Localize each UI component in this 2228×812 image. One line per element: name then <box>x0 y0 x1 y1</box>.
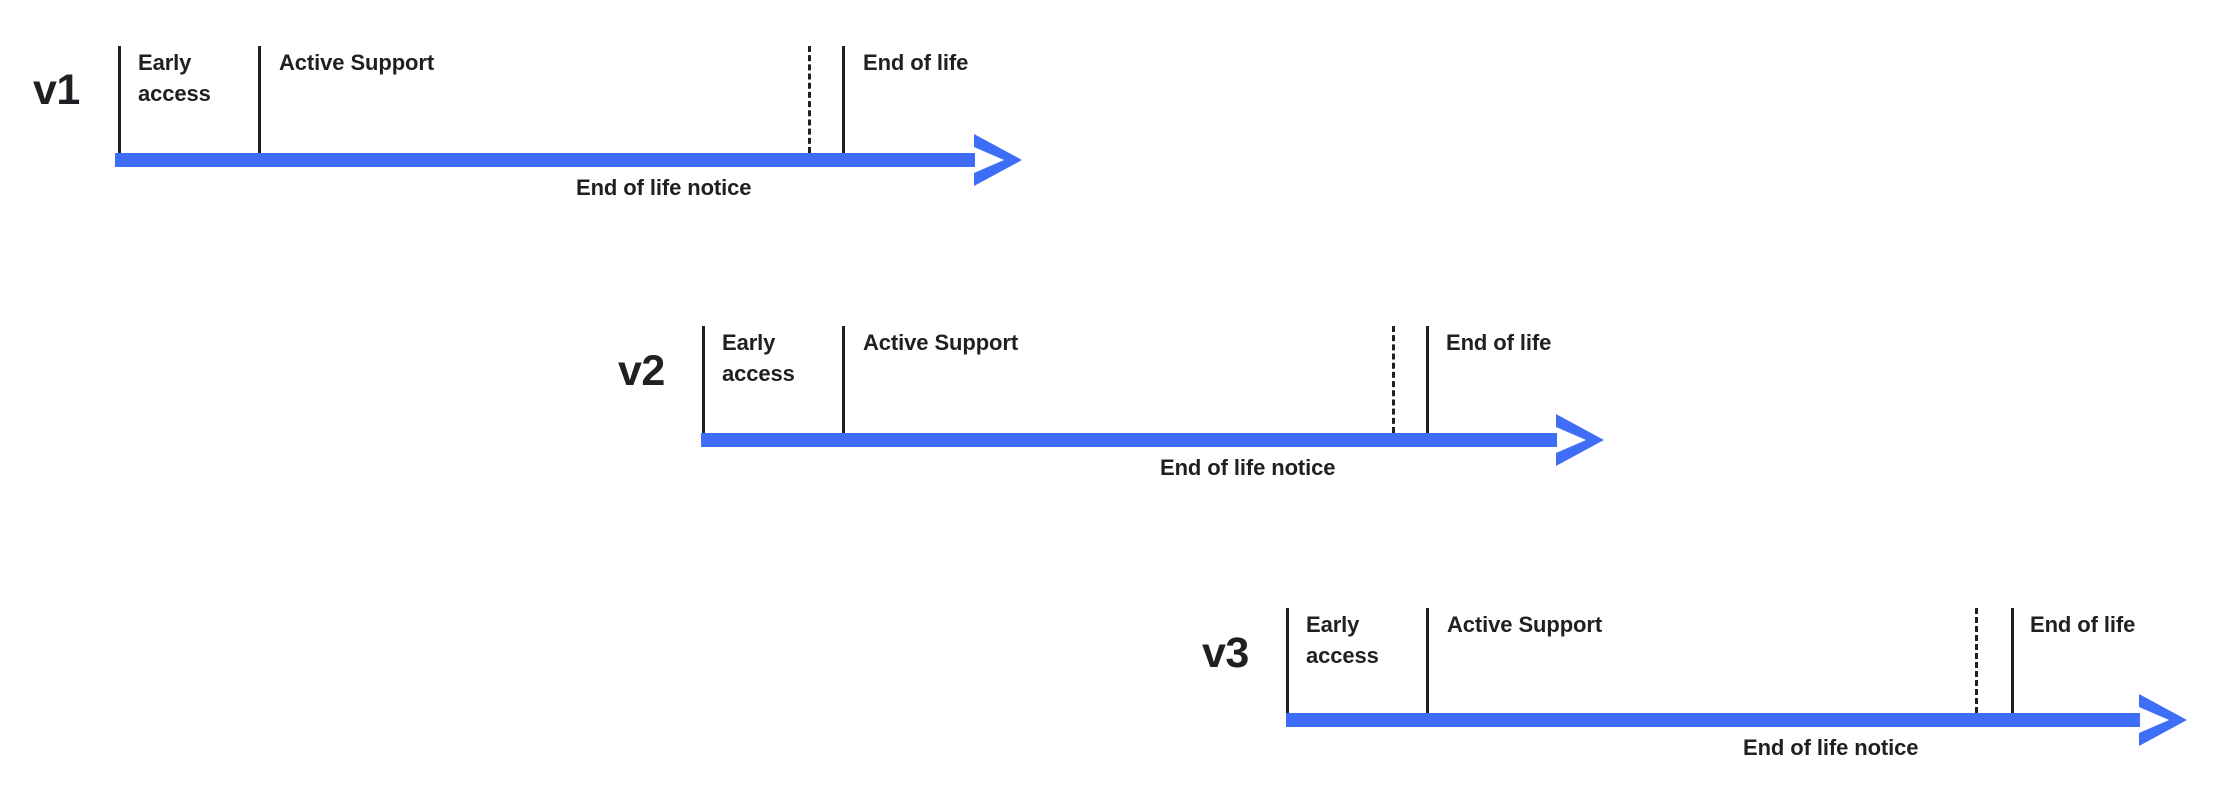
end-of-life-notice-label: End of life notice <box>1160 455 1336 480</box>
segment-label-end-of-life: End of life <box>1446 330 1552 355</box>
version-label-v1: v1 <box>33 66 80 114</box>
version-label-v3: v3 <box>1202 629 1249 677</box>
divider-end-of-life-start <box>842 46 845 153</box>
segment-label-early-access: Early access <box>1306 612 1379 668</box>
timeline-arrow-head <box>1556 414 1604 466</box>
divider-early-access-start <box>118 46 121 153</box>
version-label-v2: v2 <box>618 347 665 395</box>
divider-early-access-start <box>1286 608 1289 713</box>
divider-end-of-life-start <box>2011 608 2014 713</box>
arrow-chevron-shape <box>1556 414 1604 466</box>
timeline-arrow-head <box>2139 694 2187 746</box>
arrow-chevron-shape <box>2139 694 2187 746</box>
timeline-arrow-head <box>974 134 1022 186</box>
divider-early-access-start <box>702 326 705 433</box>
timeline-bar <box>115 153 975 167</box>
arrow-chevron-shape <box>974 134 1022 186</box>
segment-label-active-support: Active Support <box>279 50 435 75</box>
end-of-life-notice-label: End of life notice <box>1743 735 1919 760</box>
segment-label-end-of-life: End of life <box>863 50 969 75</box>
end-of-life-notice-label: End of life notice <box>576 175 752 200</box>
segment-label-end-of-life: End of life <box>2030 612 2136 637</box>
divider-active-support-start <box>1426 608 1429 713</box>
divider-end-of-life-start <box>1426 326 1429 433</box>
divider-end-of-life-notice-dashed <box>1975 608 1978 713</box>
divider-end-of-life-notice-dashed <box>808 46 811 153</box>
segment-label-active-support: Active Support <box>1447 612 1603 637</box>
divider-end-of-life-notice-dashed <box>1392 326 1395 433</box>
divider-active-support-start <box>842 326 845 433</box>
divider-active-support-start <box>258 46 261 153</box>
segment-label-early-access: Early access <box>138 50 211 106</box>
segment-label-early-access: Early access <box>722 330 795 386</box>
timeline-bar <box>1286 713 2140 727</box>
timeline-bar <box>701 433 1557 447</box>
segment-label-active-support: Active Support <box>863 330 1019 355</box>
